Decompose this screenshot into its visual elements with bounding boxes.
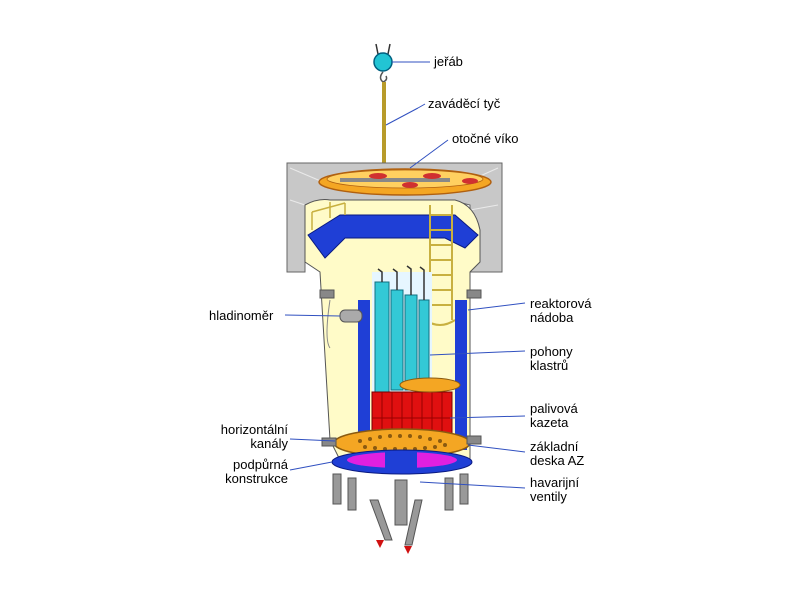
label-fuel-assembly-2: kazeta: [530, 415, 569, 430]
label-emergency-valves-2: ventily: [530, 489, 567, 504]
vessel-wall-right: [455, 300, 467, 450]
vessel-wall-left: [358, 300, 370, 450]
label-fuel-assembly-1: palivová: [530, 401, 578, 416]
label-crane: jeřáb: [434, 54, 463, 69]
label-insertion-rod: zaváděcí tyč: [428, 96, 501, 111]
label-rotating-lid: otočné víko: [452, 131, 519, 146]
label-emergency-valves-1: havarijní: [530, 475, 580, 490]
level-gauge: [326, 299, 363, 349]
label-base-plate-1: základní: [530, 439, 579, 454]
label-support-structure-1: podpůrná: [233, 457, 288, 472]
label-base-plate-2: deska AZ: [530, 453, 585, 468]
upper-grid-plate: [399, 377, 461, 393]
label-reactor-vessel-1: reaktorová: [530, 296, 592, 311]
support-legs: [332, 473, 469, 546]
crane-hook-icon: [373, 43, 393, 83]
service-ladder: [424, 205, 456, 326]
label-cluster-drives-1: pohony: [530, 344, 573, 359]
emergency-valves: [376, 540, 412, 554]
upper-platform: [307, 214, 479, 259]
label-level-gauge: hladinoměr: [209, 308, 274, 323]
support-structure: [331, 449, 473, 475]
label-support-structure-2: konstrukce: [225, 471, 288, 486]
label-cluster-drives-2: klastrů: [530, 358, 569, 373]
leader-lines: [284, 61, 526, 489]
label-horizontal-channels-1: horizontální: [220, 422, 288, 437]
label-horizontal-channels-2: kanály: [250, 436, 288, 451]
cluster-drives: [374, 265, 430, 393]
label-reactor-vessel-2: nádoba: [530, 310, 574, 325]
